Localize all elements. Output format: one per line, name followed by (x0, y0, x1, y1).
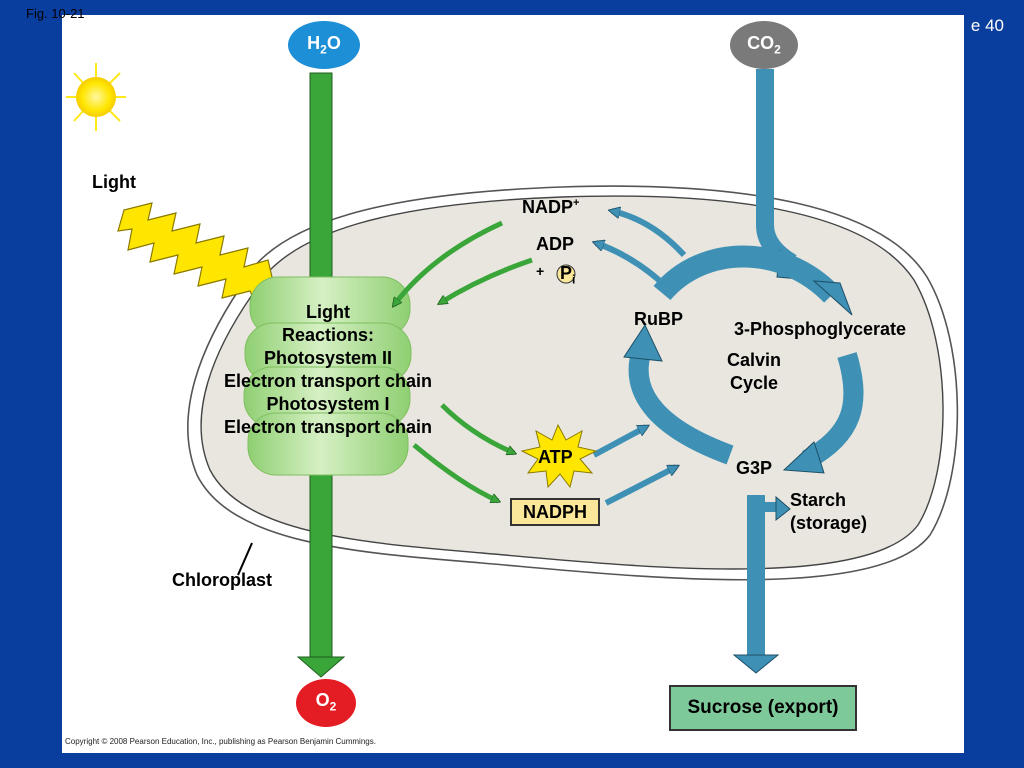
co2-oval (730, 21, 798, 69)
nadp-label: NADP+ (522, 197, 579, 218)
water-flow-arrow (309, 72, 333, 287)
starch-label: Starch (storage) (790, 489, 867, 535)
thylakoid-stack (243, 276, 412, 476)
nadp-return-arrow (612, 211, 687, 258)
calvin-cycle-label: Calvin Cycle (712, 349, 796, 395)
chloroplast-label: Chloroplast (172, 570, 273, 590)
nadph-text: NADPH (522, 501, 587, 522)
starch-branch-arrowhead (775, 495, 791, 522)
calvin-cycle-line2: Cycle (729, 373, 779, 393)
light-reactions-line5: Photosystem I (266, 394, 390, 414)
g3p-label: G3P (736, 458, 773, 478)
oxygen-oval (296, 679, 356, 727)
calvin-arrowhead-rubp (623, 323, 663, 362)
adp-to-light-arrow (440, 257, 533, 306)
water-label: H2O (288, 33, 360, 57)
nadp-text: NADP (522, 197, 574, 217)
water-oval (288, 21, 360, 69)
light-to-atp-arrow (440, 403, 514, 456)
adp-return-arrow (596, 243, 662, 284)
atp-starburst-icon (520, 423, 598, 489)
chloroplast-leader-line (237, 542, 253, 576)
phosphate-label: Pi (560, 263, 575, 287)
pga-label: 3-Phosphoglycerate (734, 319, 907, 339)
phosphate-sub: i (572, 272, 576, 287)
slide-number: e 40 (970, 16, 1004, 35)
atp-label: ATP (538, 447, 573, 467)
light-reactions-line3: Photosystem II (263, 348, 393, 368)
g3p-export-arrowhead (732, 654, 780, 674)
nadp-to-light-arrow (394, 220, 504, 305)
oxygen-text: O2 (315, 690, 337, 714)
starch-line2: (storage) (790, 513, 868, 533)
light-label: Light (92, 172, 136, 192)
nadph-box: NADPH (510, 498, 600, 526)
nadp-charge: + (573, 197, 580, 209)
co2-label: CO2 (730, 33, 798, 57)
nadph-to-cycle-arrow (604, 464, 676, 506)
atp-to-cycle-arrow (592, 424, 646, 458)
water-text: H2O (307, 33, 341, 57)
calvin-cycle-line1: Calvin (726, 350, 782, 370)
rubp-label: RuBP (634, 309, 683, 329)
figure-label: Fig. 10-21 (26, 6, 85, 21)
oxygen-label: O2 (296, 690, 356, 714)
light-reactions-line2: Reactions: (281, 325, 375, 345)
oxygen-flow-arrowhead (296, 656, 346, 678)
diagram-canvas (66, 21, 959, 727)
calvin-arrow-rubp-to-pga (653, 245, 840, 303)
light-reactions-line6: Electron transport chain (223, 417, 433, 437)
sucrose-box: Sucrose (export) (669, 685, 857, 731)
sucrose-text: Sucrose (export) (687, 697, 839, 718)
calvin-arrowhead-g3p (782, 441, 825, 474)
light-reactions-label: Light Reactions: Photosystem II Electron… (198, 301, 458, 439)
light-to-nadph-arrow (412, 443, 498, 504)
oxygen-flow-arrow (309, 469, 333, 663)
calvin-arrow-g3p-to-rubp (628, 346, 734, 465)
diagram-panel: H2O CO2 O2 Light Light Reactions: Photos… (62, 15, 964, 753)
phosphate-text: P (560, 263, 573, 283)
light-reactions-line1: Light (306, 302, 350, 322)
plus-sign: + (536, 263, 545, 279)
copyright-notice: Copyright © 2008 Pearson Education, Inc.… (65, 737, 376, 746)
co2-text: CO2 (747, 33, 781, 57)
adp-label: ADP (536, 234, 575, 254)
phosphate-circle (556, 264, 576, 284)
sun-icon (66, 63, 126, 131)
calvin-arrow-pga-to-g3p (801, 352, 864, 469)
calvin-arrowhead-pga (812, 280, 853, 316)
starch-line1: Starch (790, 490, 847, 510)
light-reactions-line4: Electron transport chain (223, 371, 433, 391)
